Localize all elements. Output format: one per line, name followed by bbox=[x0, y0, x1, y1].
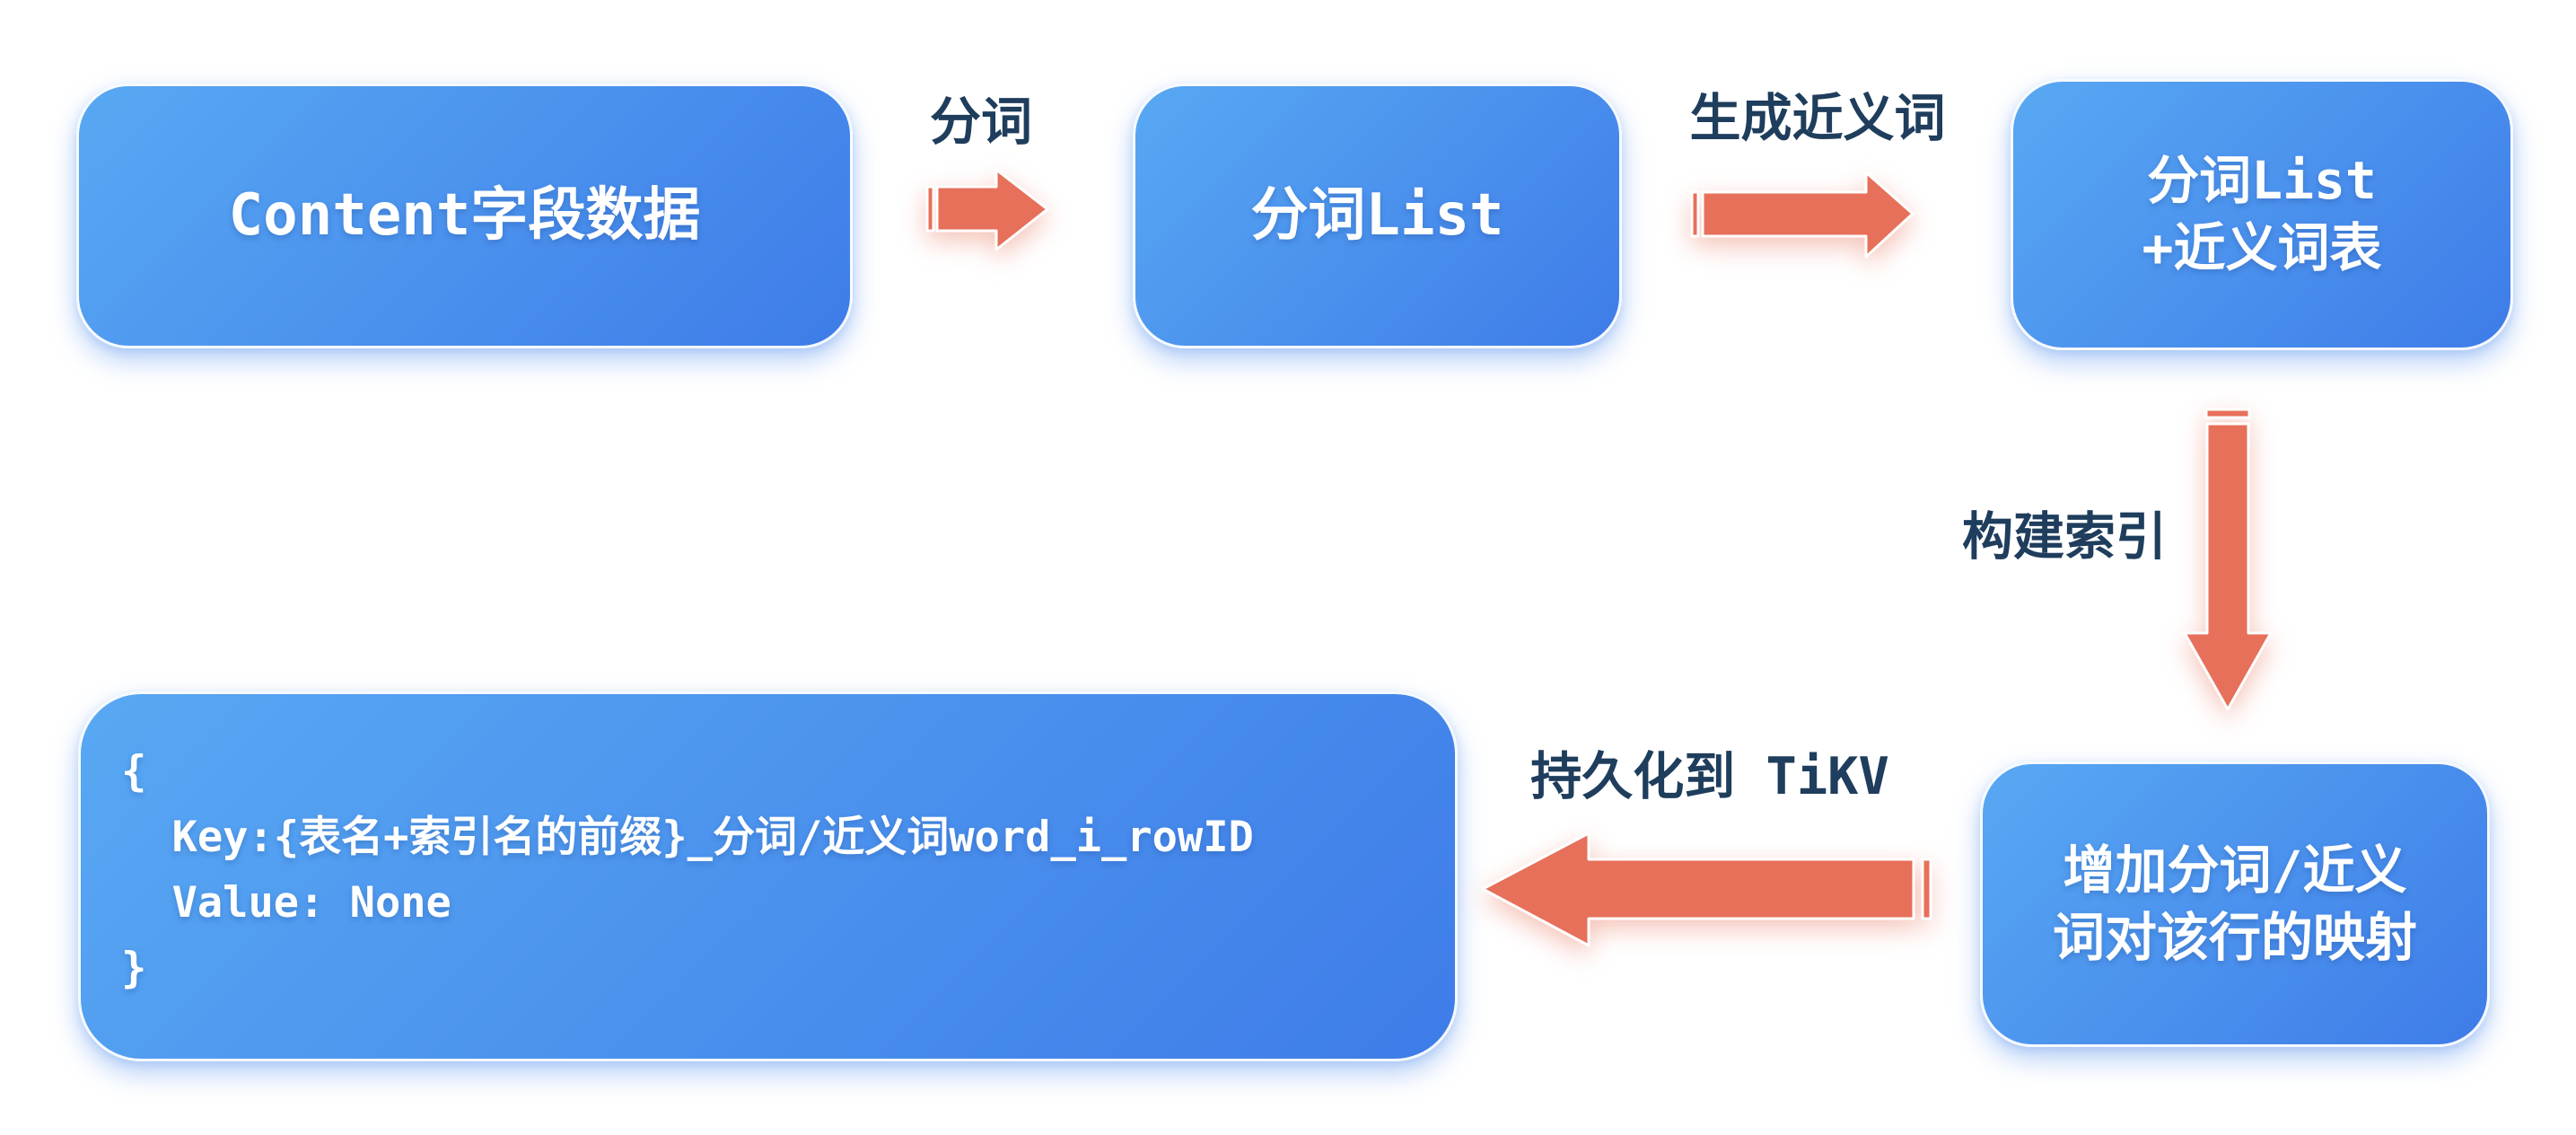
arrow-right-icon bbox=[925, 168, 1049, 251]
arrow-down-icon bbox=[2183, 408, 2273, 711]
kv-code-line: Key:{表名+索引名的前缀}_分词/近义词word_i_rowID bbox=[121, 813, 1254, 862]
arrow-right-icon bbox=[1690, 171, 1914, 259]
node-kv-structure: { Key:{表名+索引名的前缀}_分词/近义词word_i_rowID Val… bbox=[78, 691, 1458, 1061]
edge-label-persist-to-tikv: 持久化到 TiKV bbox=[1530, 747, 1889, 806]
edge-label-tokenize: 分词 bbox=[930, 92, 1032, 152]
node-add-mapping-line2: 词对该行的映射 bbox=[2052, 907, 2417, 968]
node-token-list: 分词List bbox=[1133, 84, 1622, 348]
kv-code-line: { bbox=[121, 747, 147, 796]
node-token-list-synonyms-line2: +近义词表 bbox=[2142, 217, 2382, 278]
node-token-list-label: 分词List bbox=[1250, 181, 1504, 249]
node-content-field: Content字段数据 bbox=[76, 84, 853, 348]
node-token-list-synonyms-line1: 分词List bbox=[2147, 149, 2377, 211]
node-add-mapping-line1: 增加分词/近义 bbox=[2063, 839, 2407, 901]
edge-label-build-index: 构建索引 bbox=[1962, 507, 2167, 567]
arrow-left-icon bbox=[1481, 831, 1932, 947]
node-token-list-synonyms: 分词List +近义词表 bbox=[2011, 79, 2513, 350]
kv-code-line: } bbox=[121, 944, 147, 993]
node-add-mapping: 增加分词/近义 词对该行的映射 bbox=[1980, 761, 2490, 1047]
node-content-field-label: Content字段数据 bbox=[228, 181, 701, 249]
kv-code-line: Value: None bbox=[121, 878, 451, 928]
edge-label-generate-synonyms: 生成近义词 bbox=[1689, 89, 1946, 148]
